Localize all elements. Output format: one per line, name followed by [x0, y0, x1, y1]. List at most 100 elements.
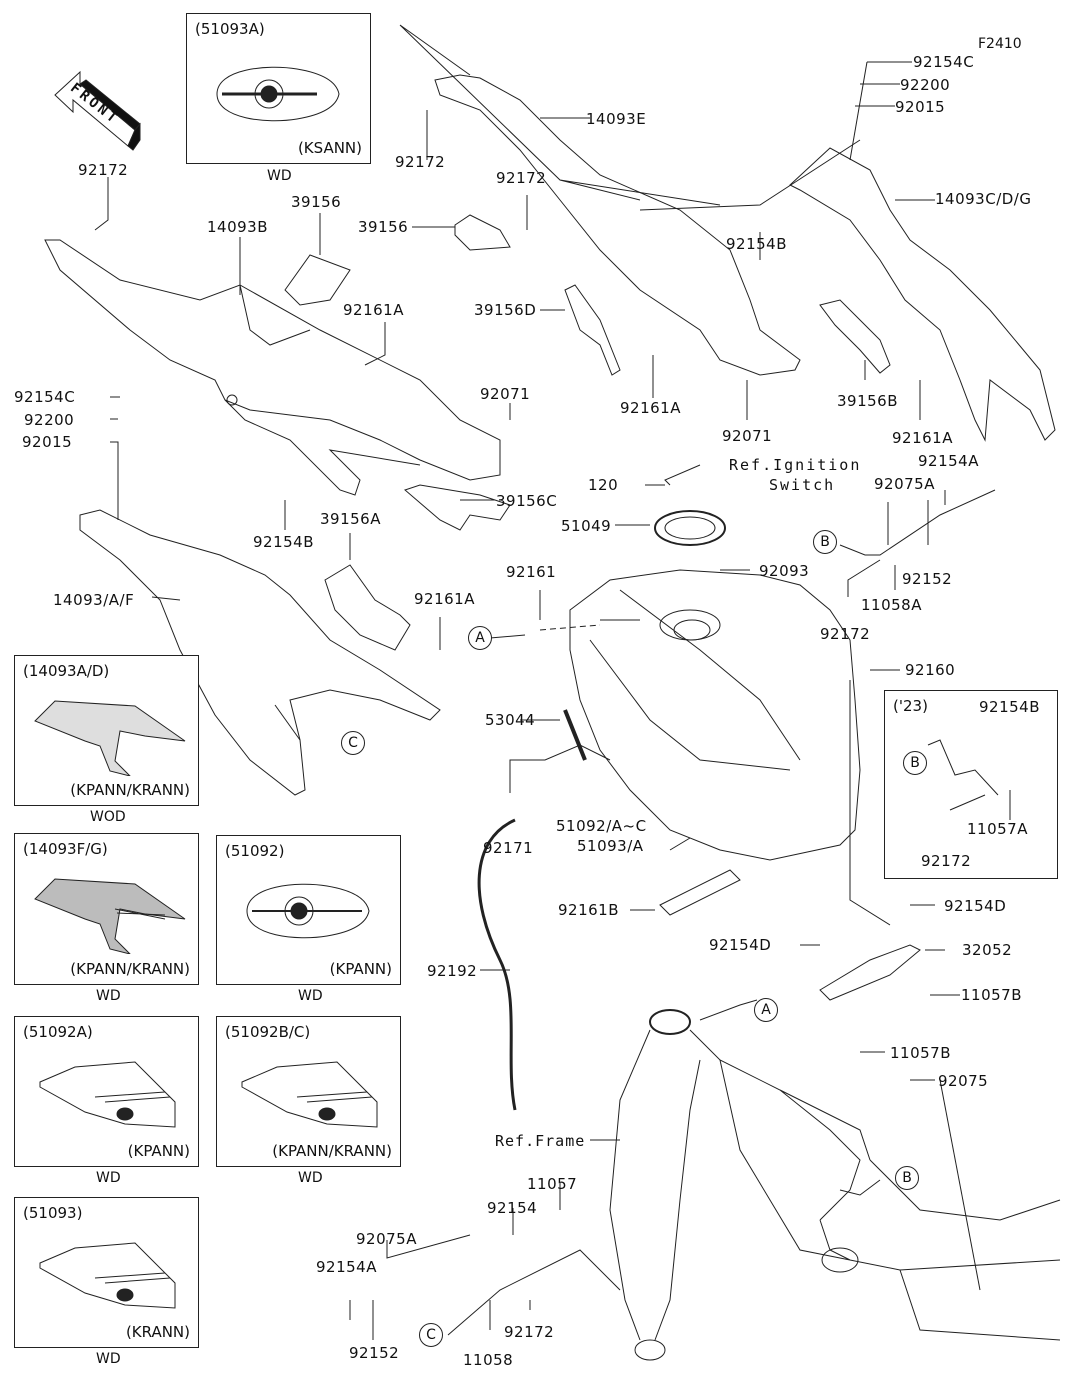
inset-variant-label: (KPANN) [329, 960, 392, 978]
tank-top-view-icon [246, 883, 370, 939]
part-label: 92161 [506, 563, 557, 581]
inset-part-label: (14093F/G) [23, 840, 108, 858]
ref-circle-C: C [341, 731, 365, 755]
figure-code: F2410 [978, 36, 1022, 52]
part-label: 92161B [558, 901, 620, 919]
inset-caption: WD [267, 168, 292, 184]
part-label: 92154B [979, 698, 1041, 716]
ref-label-ignition-switch: Ref.Ignition [729, 456, 862, 474]
part-label: 92200 [24, 411, 75, 429]
part-label: 53044 [485, 711, 536, 729]
part-label: 92154D [709, 936, 772, 954]
part-label: 11058A [861, 596, 922, 614]
part-label: 14093C/D/G [935, 190, 1032, 208]
part-label: 92172 [921, 852, 972, 870]
part-label: 51049 [561, 517, 612, 535]
ref-circle-B: B [813, 530, 837, 554]
part-label: 11057A [967, 820, 1028, 838]
tank-top-view-icon [216, 66, 340, 122]
pad-39156-b [454, 214, 511, 251]
part-label: 92015 [22, 433, 73, 451]
part-label: 92192 [427, 962, 478, 980]
part-label: 92152 [902, 570, 953, 588]
part-label: 92015 [895, 98, 946, 116]
part-label: 14093E [586, 110, 647, 128]
part-label: 92093 [759, 562, 810, 580]
front-arrow-icon [54, 70, 141, 151]
inset-14093A-D: (14093A/D) (KPANN/KRANN) [14, 655, 199, 806]
part-label: 92172 [820, 625, 871, 643]
inset-year-23: ('23) 92154B 11057A 92172 B [884, 690, 1058, 879]
inset-caption: WOD [90, 809, 126, 825]
side-cover-14093B [44, 239, 501, 481]
part-label: 92172 [496, 169, 547, 187]
inset-variant-label: (KPANN/KRANN) [70, 960, 190, 978]
part-label: 92154C [14, 388, 76, 406]
fuel-tank [569, 569, 861, 861]
part-label: 11058 [463, 1351, 514, 1369]
part-label: 92161A [892, 429, 953, 447]
part-label: 32052 [962, 941, 1013, 959]
pad-39156D [564, 284, 621, 376]
inset-caption: WD [96, 988, 121, 1004]
part-label: 92075A [874, 475, 935, 493]
fuel-cap-51049 [654, 510, 726, 546]
part-label: 39156A [320, 510, 381, 528]
pad-92161B [659, 869, 741, 916]
part-label: 11057B [961, 986, 1023, 1004]
inset-caption: WD [96, 1351, 121, 1367]
part-label: 92172 [395, 153, 446, 171]
inset-14093F-G: (14093F/G) (KPANN/KRANN) [14, 833, 199, 985]
inset-caption: WD [298, 988, 323, 1004]
part-label: 39156D [474, 301, 537, 319]
part-label: 92161A [343, 301, 404, 319]
part-label: 11057B [890, 1044, 952, 1062]
inset-part-label: (51093) [23, 1204, 83, 1222]
part-label: 39156 [291, 193, 342, 211]
part-label: 92172 [78, 161, 129, 179]
inset-part-label: (14093A/D) [23, 662, 110, 680]
pad-39156C [404, 484, 511, 531]
part-label: 92161A [620, 399, 681, 417]
inset-year-label: ('23) [893, 697, 928, 715]
inset-variant-label: (KSANN) [297, 139, 362, 157]
part-label: 39156 [358, 218, 409, 236]
inset-part-label: (51092B/C) [225, 1023, 311, 1041]
part-label: 11057 [527, 1175, 578, 1193]
inset-variant-label: (KPANN) [127, 1142, 190, 1160]
ref-circle-B: B [903, 751, 927, 775]
ref-circle-A: A [754, 998, 778, 1022]
inset-51093A: (51093A) (KSANN) [186, 13, 371, 164]
inset-part-label: (51092) [225, 842, 285, 860]
inset-caption: WD [96, 1170, 121, 1186]
part-label: 92154B [726, 235, 788, 253]
breather-hose-92192 [477, 818, 517, 1111]
inset-part-label: (51093A) [195, 20, 265, 38]
part-label: 14093B [207, 218, 269, 236]
ref-label-frame: Ref.Frame [495, 1132, 586, 1150]
bracket-32052 [819, 944, 921, 1001]
ref-circle-B: B [895, 1166, 919, 1190]
inset-51092: (51092) (KPANN) [216, 835, 401, 985]
inset-51092A: (51092A) (KPANN) [14, 1016, 199, 1167]
lower-cowl-14093AF [79, 509, 441, 796]
ref-circle-A: A [468, 626, 492, 650]
inset-caption: WD [298, 1170, 323, 1186]
inset-variant-label: (KPANN/KRANN) [272, 1142, 392, 1160]
inset-51093: (51093) (KRANN) [14, 1197, 199, 1348]
part-label: 92154A [918, 452, 979, 470]
tank-cover-14093E [434, 74, 801, 376]
part-label: 92075 [938, 1072, 989, 1090]
part-label: 92161A [414, 590, 475, 608]
part-label: 39156C [496, 492, 558, 510]
inset-variant-label: (KPANN/KRANN) [70, 781, 190, 799]
part-label: 39156B [837, 392, 899, 410]
part-label: 14093/A/F [53, 591, 135, 609]
part-label: 92171 [483, 839, 534, 857]
part-label: 92200 [900, 76, 951, 94]
tank-side-view-icon [241, 1061, 378, 1128]
inset-variant-label: (KRANN) [125, 1323, 190, 1341]
ref-label-ignition-switch-2: Switch [769, 476, 836, 494]
pad-39156A [324, 564, 411, 651]
